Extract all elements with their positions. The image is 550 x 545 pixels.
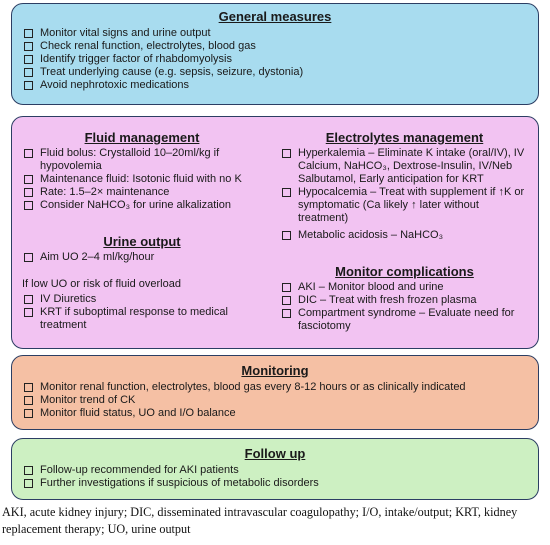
list-item: Monitor trend of CK	[22, 394, 532, 407]
electrolytes-title: Electrolytes management	[325, 130, 484, 145]
general-measures-box: General measures Monitor vital signs and…	[11, 3, 539, 105]
follow-up-box: Follow up Follow-up recommended for AKI …	[11, 438, 539, 500]
list-item: Maintenance fluid: Isotonic fluid with n…	[22, 173, 267, 186]
list-item: Further investigations if suspicious of …	[22, 477, 532, 490]
list-item: Metabolic acidosis – NaHCO₃	[280, 229, 530, 242]
list-item: Aim UO 2–4 ml/kg/hour	[22, 251, 267, 264]
general-measures-title: General measures	[218, 9, 332, 24]
fluid-management-list: Fluid bolus: Crystalloid 10–20ml/kg if h…	[22, 147, 267, 212]
urine-output-list: Aim UO 2–4 ml/kg/hour	[22, 251, 267, 264]
list-item: Hypocalcemia – Treat with supplement if …	[280, 186, 530, 225]
list-item: Monitor renal function, electrolytes, bl…	[22, 381, 532, 394]
urine-output-actions-list: IV Diuretics KRT if suboptimal response …	[22, 293, 267, 332]
monitoring-box: Monitoring Monitor renal function, elect…	[11, 355, 539, 430]
list-item: Compartment syndrome – Evaluate need for…	[280, 307, 530, 333]
list-item: Check renal function, electrolytes, bloo…	[22, 40, 522, 53]
monitoring-list: Monitor renal function, electrolytes, bl…	[22, 381, 532, 420]
management-box: Fluid management Fluid bolus: Crystalloi…	[11, 116, 539, 349]
list-item: Fluid bolus: Crystalloid 10–20ml/kg if h…	[22, 147, 267, 173]
list-item: IV Diuretics	[22, 293, 267, 306]
list-item: DIC – Treat with fresh frozen plasma	[280, 294, 530, 307]
urine-output-title: Urine output	[103, 234, 181, 249]
list-item: Monitor fluid status, UO and I/O balance	[22, 407, 532, 420]
list-item: KRT if suboptimal response to medical tr…	[22, 306, 267, 332]
list-item: Rate: 1.5–2× maintenance	[22, 186, 267, 199]
list-item: AKI – Monitor blood and urine	[280, 281, 530, 294]
list-item: Monitor vital signs and urine output	[22, 27, 522, 40]
list-item: Hyperkalemia – Eliminate K intake (oral/…	[280, 147, 530, 186]
complications-title: Monitor complications	[335, 264, 474, 279]
list-item: Treat underlying cause (e.g. sepsis, sei…	[22, 66, 522, 79]
list-item: Consider NaHCO₃ for urine alkalization	[22, 199, 267, 212]
urine-output-note: If low UO or risk of fluid overload	[22, 278, 181, 290]
abbreviations-caption: AKI, acute kidney injury; DIC, dissemina…	[2, 505, 518, 536]
list-item: Avoid nephrotoxic medications	[22, 79, 522, 92]
list-item: Follow-up recommended for AKI patients	[22, 464, 532, 477]
monitoring-title: Monitoring	[241, 363, 309, 378]
list-item: Identify trigger factor of rhabdomyolysi…	[22, 53, 522, 66]
electrolytes-list: Hyperkalemia – Eliminate K intake (oral/…	[280, 147, 530, 242]
follow-up-list: Follow-up recommended for AKI patients F…	[22, 464, 532, 490]
general-measures-list: Monitor vital signs and urine output Che…	[22, 27, 522, 92]
fluid-management-title: Fluid management	[84, 130, 200, 145]
complications-list: AKI – Monitor blood and urine DIC – Trea…	[280, 281, 530, 333]
follow-up-title: Follow up	[244, 446, 306, 461]
